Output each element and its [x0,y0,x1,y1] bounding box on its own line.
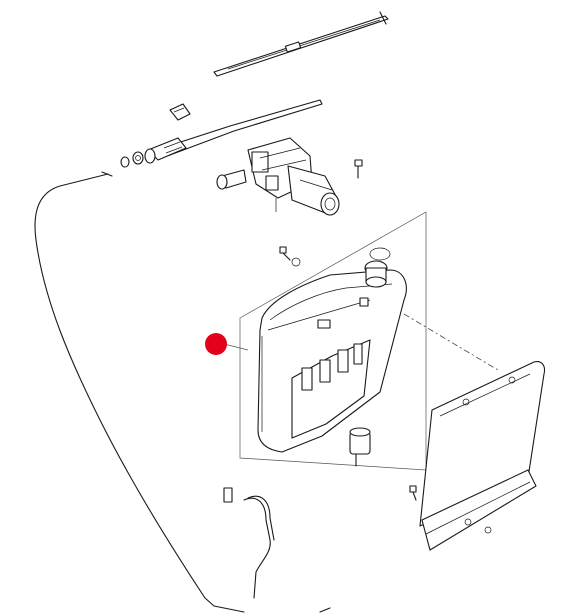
wiper-arm-cap[interactable] [169,103,191,121]
highlight-marker[interactable] [205,333,227,355]
hose-connector[interactable] [120,151,144,168]
reservoir-cap-gasket[interactable] [369,247,391,261]
plate-screw[interactable] [409,485,492,534]
wiper-motor[interactable] [216,137,340,216]
reservoir-screw[interactable] [279,246,301,267]
screw[interactable] [354,159,363,179]
reservoir-bracket-plate[interactable] [419,361,546,551]
pump[interactable] [349,427,371,467]
hose-line [34,173,215,607]
wiper-blade[interactable] [213,11,389,77]
washer-hose[interactable] [223,487,275,599]
wiper-arm[interactable] [144,99,323,164]
washer-reservoir[interactable] [257,260,407,453]
